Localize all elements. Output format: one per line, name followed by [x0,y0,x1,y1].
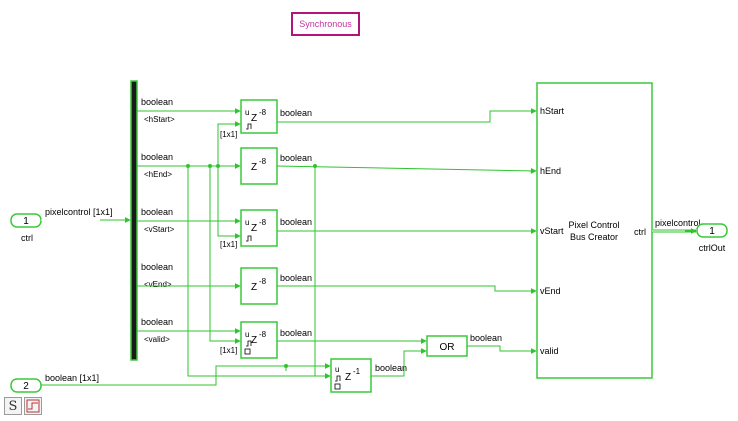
delay-block-hend[interactable]: Z -8 [240,147,278,185]
bus-out-1-element: <hStart> [144,115,175,124]
delay-2-z: Z [251,162,257,173]
inport-2-signal-label: boolean [1x1] [45,373,99,383]
delay-4-z: Z [251,282,257,293]
sample-time-button[interactable]: S [4,397,22,415]
delay-5-exp: -8 [259,330,267,339]
inport-2-number: 2 [23,381,29,392]
delay-block-hstart[interactable]: u Z -8 [240,99,278,134]
enable-port-icon [244,348,251,355]
z1-z: Z [345,372,351,383]
or-out-type: boolean [470,333,502,343]
pixel-control-bus-creator[interactable] [536,82,653,379]
delay-1-out-type: boolean [280,108,312,118]
inport-2[interactable]: 2 [10,378,42,393]
wire-en-hstart[interactable] [217,121,241,166]
inport-1-ctrl[interactable]: 1 [10,213,42,228]
wire-valid-to-z1[interactable] [187,166,331,379]
outport-1-ctrlOut[interactable]: 1 [696,223,728,238]
delay-5-size: [1x1] [220,346,237,355]
outport-number: 1 [709,226,715,237]
delay-block-valid[interactable]: u Z -8 [240,321,278,359]
wire-delay4-to-creator[interactable] [277,285,537,294]
enable-port-icon [334,383,341,390]
delay-1-z: Z [251,113,257,124]
wire-delay1-to-creator[interactable] [277,108,537,123]
delay-5-out-type: boolean [280,328,312,338]
synchronous-annotation[interactable]: Synchronous [291,12,360,36]
wire-delay2-to-creator[interactable] [276,165,537,174]
wire-z1-to-or[interactable] [371,348,427,377]
delay-2-exp: -8 [259,157,267,166]
bus-out-5-element: <valid> [144,335,170,344]
step-icon [26,399,40,413]
delay-1-size: [1x1] [220,130,237,139]
reset-port-icon [246,340,252,347]
delay-5-z: Z [251,335,257,346]
bus-out-4-element: <vEnd> [144,280,172,289]
bus-out-3-type: boolean [141,207,173,217]
z1-exp: -1 [353,367,361,376]
delay-block-vend[interactable]: Z -8 [240,267,278,305]
inport-1-signal-label: pixelcontrol [1x1] [45,207,113,217]
scope-step-button[interactable] [24,397,42,415]
delay-1-exp: -8 [259,108,267,117]
creator-in-vstart: vStart [540,226,564,236]
delay-3-z: Z [251,223,257,234]
creator-in-vend: vEnd [540,286,561,296]
outport-name: ctrlOut [699,243,726,253]
wire-or-to-creator[interactable] [467,345,537,354]
delay-block-vstart[interactable]: u Z -8 [240,209,278,247]
bus-creator-title-1: Pixel Control [568,220,619,230]
delay-3-u-port: u [245,218,249,227]
reset-port-icon [246,235,252,242]
bus-out-2-type: boolean [141,152,173,162]
bus-out-2-element: <hEnd> [144,170,172,179]
creator-in-hstart: hStart [540,106,565,116]
delay-4-exp: -8 [259,277,267,286]
bus-creator-title-2: Bus Creator [570,232,618,242]
delay-3-exp: -8 [259,218,267,227]
delay-3-size: [1x1] [220,240,237,249]
delay-4-out-type: boolean [280,273,312,283]
wire-en-vstart[interactable] [217,166,241,239]
delay-3-out-type: boolean [280,217,312,227]
reset-port-icon [335,375,341,382]
creator-in-hend: hEnd [540,166,561,176]
outport-signal-label: pixelcontrol [655,218,701,228]
creator-in-valid: valid [540,346,559,356]
or-block-label: OR [440,342,455,353]
bus-out-1-type: boolean [141,97,173,107]
or-block[interactable]: OR [426,335,468,357]
inport-1-number: 1 [23,216,29,227]
creator-out-ctrl: ctrl [634,227,646,237]
wire-en-valid[interactable] [209,166,241,344]
delay-block-z1[interactable]: u Z -1 [330,358,372,393]
wire-hend-to-z1[interactable] [314,166,330,377]
delay-1-u-port: u [245,108,249,117]
inport-1-name: ctrl [21,233,33,243]
bus-out-3-element: <vStart> [144,225,175,234]
bus-selector[interactable] [130,80,138,361]
reset-port-icon [246,123,252,130]
z1-out-type: boolean [375,363,407,373]
z1-u-port: u [335,365,339,374]
delay-2-out-type: boolean [280,153,312,163]
delay-5-u-port: u [245,330,249,339]
canvas-toolbar: S [4,397,42,415]
bus-out-4-type: boolean [141,262,173,272]
bus-out-5-type: boolean [141,317,173,327]
